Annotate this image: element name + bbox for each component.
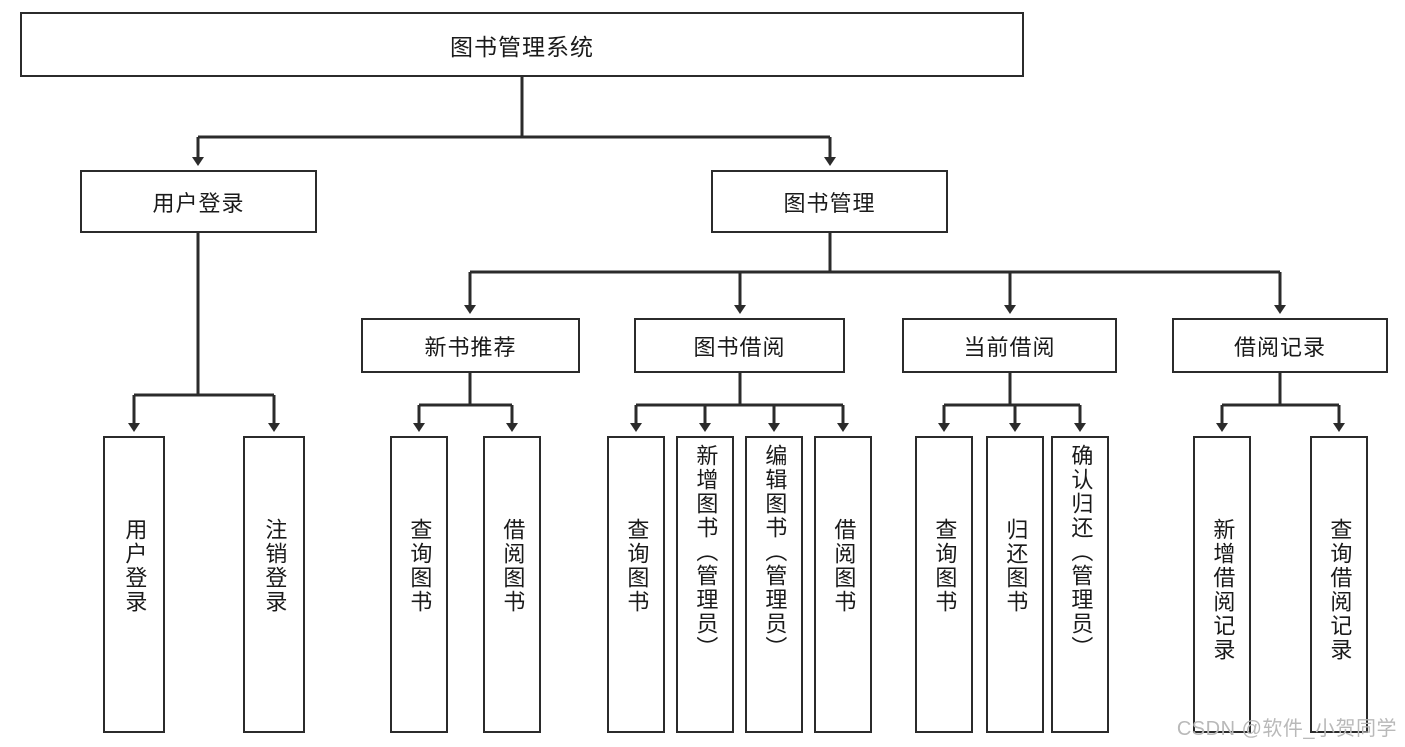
node-label: 新书推荐 <box>424 334 517 360</box>
leaf-query-book-current[interactable]: 查询图书 <box>915 436 973 733</box>
leaf-confirm-return-admin[interactable]: 确认归还（管理员） <box>1051 436 1109 733</box>
leaf-return-book[interactable]: 归还图书 <box>986 436 1044 733</box>
node-label: 图书管理系统 <box>450 33 594 60</box>
watermark-credit: CSDN @软件_小贺同学 <box>1176 718 1397 740</box>
leaf-query-book-recommend[interactable]: 查询图书 <box>390 436 448 733</box>
leaf-label: 确认归还（管理员） <box>1068 444 1094 660</box>
node-new-book-recommend[interactable]: 新书推荐 <box>361 318 580 373</box>
node-label: 用户登录 <box>152 190 245 216</box>
node-book-borrow[interactable]: 图书借阅 <box>634 318 845 373</box>
leaf-add-borrow-record[interactable]: 新增借阅记录 <box>1193 436 1251 733</box>
node-root-system[interactable]: 图书管理系统 <box>20 12 1024 77</box>
leaf-edit-book-admin[interactable]: 编辑图书（管理员） <box>745 436 803 733</box>
node-label: 图书管理 <box>783 190 876 216</box>
node-borrow-records[interactable]: 借阅记录 <box>1172 318 1388 373</box>
node-book-management[interactable]: 图书管理 <box>711 170 948 233</box>
leaf-label: 新增图书（管理员） <box>693 444 719 660</box>
leaf-query-book[interactable]: 查询图书 <box>607 436 665 733</box>
node-label: 借阅记录 <box>1233 334 1326 360</box>
node-user-login[interactable]: 用户登录 <box>80 170 317 233</box>
node-current-borrow[interactable]: 当前借阅 <box>902 318 1117 373</box>
leaf-label: 查询图书 <box>624 518 650 614</box>
leaf-label: 借阅图书 <box>831 518 857 614</box>
leaf-borrow-book[interactable]: 借阅图书 <box>814 436 872 733</box>
leaf-user-login[interactable]: 用户登录 <box>103 436 165 733</box>
leaf-add-book-admin[interactable]: 新增图书（管理员） <box>676 436 734 733</box>
leaf-label: 借阅图书 <box>500 518 526 614</box>
leaf-label: 归还图书 <box>1003 518 1029 614</box>
leaf-label: 查询图书 <box>407 518 433 614</box>
leaf-borrow-book-recommend[interactable]: 借阅图书 <box>483 436 541 733</box>
leaf-label: 查询图书 <box>932 518 958 614</box>
leaf-label: 用户登录 <box>122 518 148 614</box>
leaf-label: 查询借阅记录 <box>1327 518 1353 662</box>
node-label: 图书借阅 <box>693 334 786 360</box>
leaf-query-borrow-record[interactable]: 查询借阅记录 <box>1310 436 1368 733</box>
node-label: 当前借阅 <box>963 334 1056 360</box>
leaf-label: 注销登录 <box>262 518 288 614</box>
leaf-label: 新增借阅记录 <box>1210 518 1236 662</box>
leaf-user-logout[interactable]: 注销登录 <box>243 436 305 733</box>
leaf-label: 编辑图书（管理员） <box>762 444 788 660</box>
